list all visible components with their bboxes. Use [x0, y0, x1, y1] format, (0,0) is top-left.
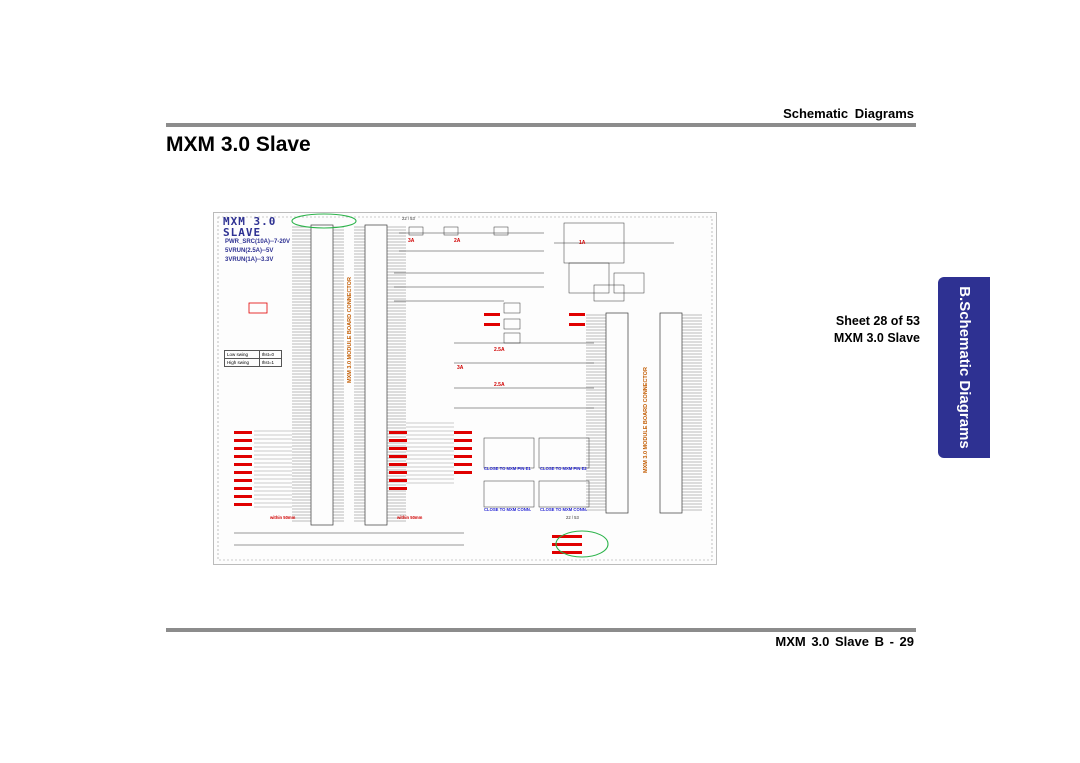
sheet-ref: 22 / 53 [566, 515, 579, 520]
swing-table: Low swing Ihst=0 High swing Ihst=1 [224, 350, 283, 367]
power-section [394, 226, 544, 302]
regulator-section [454, 302, 594, 409]
table-row: Low swing Ihst=0 [224, 350, 283, 359]
sheet-info: Sheet 28 of 53 MXM 3.0 Slave [780, 313, 920, 347]
red-net-labels [234, 302, 585, 554]
power-notes: PWR_SRC(10A)--7-20V 5VRUN(2.5A)--5V 3VRU… [225, 238, 290, 265]
schematic-drawing: MXM 3.0 MODULE BOARD CONNECTOR MXM 3.0 M… [217, 213, 713, 561]
sheet-name: MXM 3.0 Slave [833, 331, 920, 345]
current-label: 3A [408, 238, 415, 244]
table-cell: Ihst=1 [258, 358, 283, 367]
power-note: 3VRUN(1A)--3.3V [225, 257, 274, 263]
close-note: CLOSE TO MXM PIN E1 [484, 466, 531, 471]
close-note: CLOSE TO MXM CONN. [484, 507, 531, 512]
right-connector-block [586, 312, 702, 514]
sheet-number: Sheet 28 of 53 [835, 314, 920, 328]
current-label: 2.5A [494, 347, 505, 353]
header-rule [166, 123, 916, 127]
schematic-title-line1: MXM 3.0 [223, 215, 277, 228]
footer-rule [166, 628, 916, 632]
current-label: 2.5A [494, 382, 505, 388]
schematic-title: MXM 3.0 SLAVE [223, 216, 276, 238]
close-note: CLOSE TO MXM PIN E2 [540, 466, 587, 471]
schematic-diagram: MXM 3.0 MODULE BOARD CONNECTOR MXM 3.0 M… [213, 212, 717, 565]
right-connector-label: MXM 3.0 MODULE BOARD CONNECTOR [643, 367, 649, 473]
highlight-ellipse-bottom [555, 530, 609, 558]
current-label: 1A [579, 240, 586, 246]
mosfet-block [554, 222, 674, 302]
width-note: within 50mm [270, 515, 296, 520]
close-note: CLOSE TO MXM CONN. [540, 507, 587, 512]
filter-section [234, 437, 590, 546]
width-note: within 50mm [397, 515, 423, 520]
highlight-ellipse-top [291, 213, 357, 229]
table-cell: Ihst=0 [258, 350, 283, 359]
side-tab[interactable]: B.Schematic Diagrams [938, 277, 990, 458]
table-cell: Low swing [224, 350, 260, 359]
side-tab-label: B.Schematic Diagrams [955, 286, 973, 449]
table-cell: High swing [224, 358, 260, 367]
power-note: 5VRUN(2.5A)--5V [225, 248, 274, 254]
current-label: 2A [454, 238, 461, 244]
left-connector-label: MXM 3.0 MODULE BOARD CONNECTOR [347, 277, 353, 383]
page-title: MXM 3.0 Slave [166, 133, 311, 156]
left-connector-block [292, 224, 406, 526]
section-header-label: Schematic Diagrams [783, 106, 914, 121]
current-label: 3A [457, 365, 464, 371]
table-row: High swing Ihst=1 [224, 358, 283, 367]
footer-page-label: MXM 3.0 Slave B - 29 [775, 634, 914, 649]
sheet-ref: 22 / 53 [402, 216, 415, 221]
power-note: PWR_SRC(10A)--7-20V [225, 239, 291, 245]
schematic-title-line2: SLAVE [223, 226, 262, 239]
